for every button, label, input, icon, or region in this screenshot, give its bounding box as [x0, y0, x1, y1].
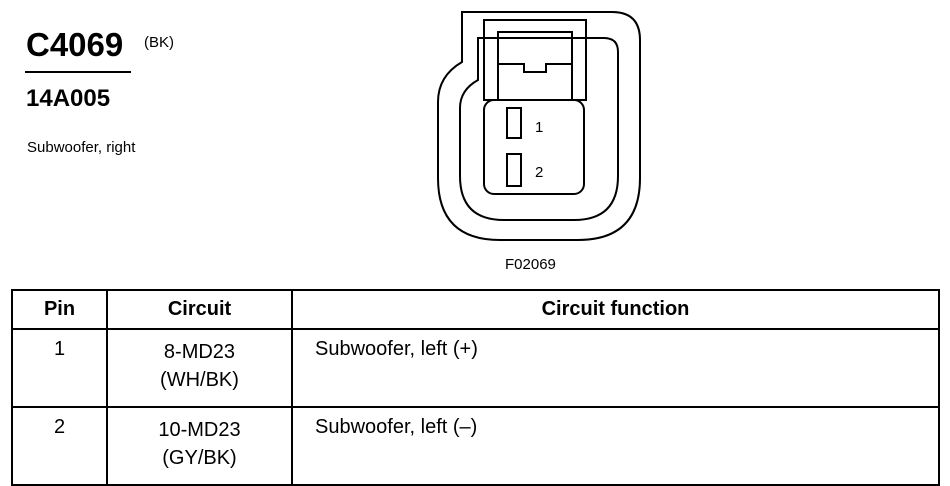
part-number: 14A005: [26, 85, 111, 112]
connector-face-diagram: 1 2: [437, 11, 641, 241]
table-row: 2 10-MD23 (GY/BK) Subwoofer, left (–): [11, 406, 940, 486]
wire-color: (WH/BK): [160, 369, 239, 391]
circuit-number: 8-MD23: [163, 341, 236, 363]
pin-slot-1: [506, 107, 522, 139]
cell-circuit-function: Subwoofer, left (–): [291, 406, 940, 486]
pin-slot-2: [506, 153, 522, 187]
connector-id: C4069: [26, 26, 124, 63]
wire-color: (GY/BK): [162, 447, 237, 469]
terminal-cavity-body: [483, 99, 585, 195]
pin-label-1: 1: [535, 119, 543, 136]
header-circuit-function: Circuit function: [291, 289, 940, 330]
header-pin: Pin: [11, 289, 108, 330]
cell-circuit: 8-MD23 (WH/BK): [106, 328, 293, 408]
figure-id: F02069: [505, 256, 556, 273]
connector-inner-housing: [459, 37, 619, 221]
table-row: 1 8-MD23 (WH/BK) Subwoofer, left (+): [11, 328, 940, 408]
title-rule: [25, 71, 131, 73]
color-code: (BK): [144, 34, 174, 51]
cell-pin: 1: [11, 328, 108, 408]
cell-circuit: 10-MD23 (GY/BK): [106, 406, 293, 486]
connector-description: Subwoofer, right: [27, 139, 136, 156]
circuit-number: 10-MD23: [158, 419, 241, 441]
cell-circuit-function: Subwoofer, left (+): [291, 328, 940, 408]
pin-label-2: 2: [535, 164, 543, 181]
header-circuit: Circuit: [106, 289, 293, 330]
connector-outer-housing: [437, 11, 641, 241]
locking-tab-inner: [497, 31, 573, 101]
cell-pin: 2: [11, 406, 108, 486]
pin-table: Pin Circuit Circuit function 1 8-MD23 (W…: [11, 289, 940, 486]
table-header-row: Pin Circuit Circuit function: [11, 289, 940, 330]
locking-tab-latch: [498, 63, 572, 73]
